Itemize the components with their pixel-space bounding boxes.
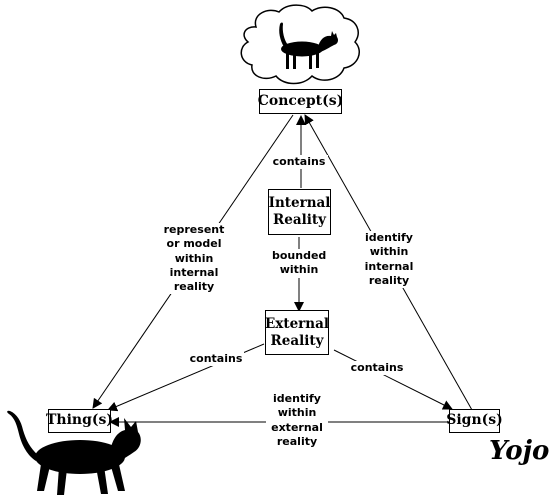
cat-icon <box>279 22 338 69</box>
edge-label-internal-to-concept: contains <box>270 155 328 170</box>
edge-label-external-to-thing: contains <box>188 352 244 367</box>
edge-label-internal-to-external: bounded within <box>272 249 327 278</box>
edge-label-external-to-sign: contains <box>349 361 405 376</box>
edge-label-sign-to-concept: identify within internal reality <box>361 231 417 289</box>
edge-line-external-to-sign <box>333 349 453 410</box>
sign-node: Sign(s) <box>446 409 503 433</box>
edge-label-concept-to-thing: represent or model within internal reali… <box>161 223 227 295</box>
thing-node: Thing(s) <box>46 409 113 433</box>
cat-icon <box>7 410 141 495</box>
concept-node: Concept(s) <box>258 89 343 114</box>
edge-label-sign-to-thing: identify within external reality <box>266 392 328 450</box>
author-signature: Yojo <box>489 436 550 466</box>
